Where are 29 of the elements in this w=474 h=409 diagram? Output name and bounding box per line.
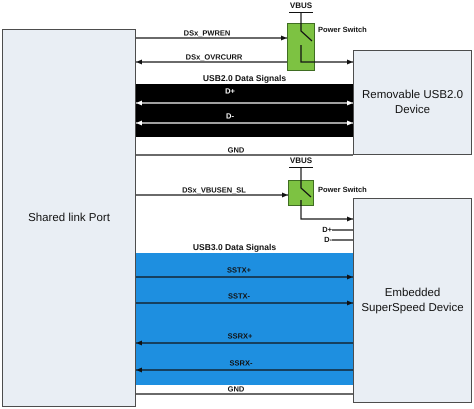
device-label: Embedded SuperSpeed Device [360,286,465,315]
signal-line [300,13,302,23]
arrow [136,36,287,40]
band-heading: USB3.0 Data Signals [192,243,276,252]
signal-line [136,154,353,156]
device-label: Removable USB2.0 Device [361,88,464,117]
signal-line [332,229,353,231]
device-label: Shared link Port [28,210,110,226]
band-heading: USB2.0 Data Signals [202,74,286,83]
arrow [315,60,353,64]
arrow [136,274,353,280]
supply-rail-label: VBUS [289,157,313,168]
arrow [136,192,288,198]
signal-line [300,168,302,180]
arrow [136,300,353,306]
arrow [136,100,353,106]
arrow [136,120,353,126]
arrow [136,368,353,372]
arrow [136,340,353,346]
signal-line [332,239,353,241]
power-switch-box [288,180,314,206]
device-box [2,29,136,407]
arrow [300,206,353,222]
device-box [353,198,472,403]
supply-rail-label: VBUS [289,2,313,13]
arrow [136,60,287,64]
power-switch-box [287,23,315,71]
device-box [353,50,472,155]
signal-line [136,393,353,395]
